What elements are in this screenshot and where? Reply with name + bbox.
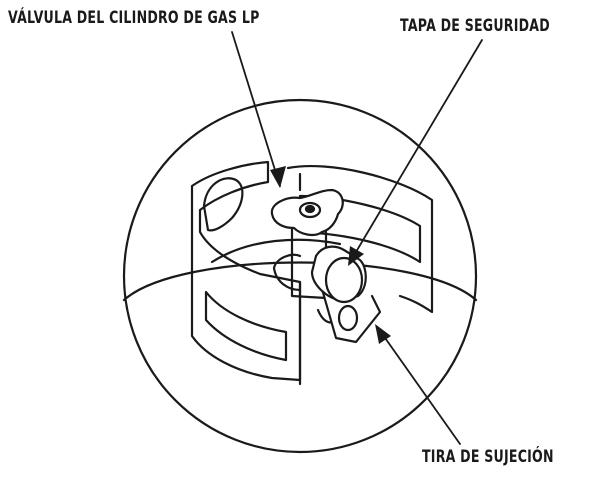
leader-cap [350,40,482,262]
collar-back [288,166,432,312]
label-valve: VÁLVULA DEL CILINDRO DE GAS LP [8,8,260,28]
valve-stem-base [274,255,300,290]
safety-cap-face [326,258,362,302]
arrowhead-valve [270,166,286,188]
collar-window [206,292,286,360]
leader-valve [232,32,280,186]
collar-front [192,162,300,380]
tank-shoulder [124,263,476,301]
label-safety-cap: TAPA DE SEGURIDAD [400,16,550,36]
strap-ring [339,306,357,330]
collar-handle-loop [204,178,242,230]
handwheel-screw [306,206,314,212]
arrowhead-strap [375,324,391,344]
label-retaining-strap: TIRA DE SUJECIÓN [422,447,554,467]
arrowhead-cap [348,246,364,266]
leader-strap [378,328,460,444]
viewport-circle [124,100,476,452]
